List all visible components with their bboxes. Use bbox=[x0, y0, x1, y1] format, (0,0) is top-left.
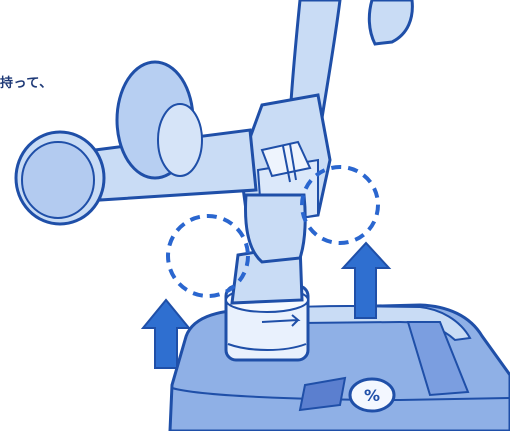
joint-lower bbox=[246, 195, 306, 262]
knob-disc-face bbox=[22, 142, 94, 218]
upper-arm-right bbox=[369, 0, 412, 44]
knob-collar-inner bbox=[158, 104, 202, 176]
dial-glyph: % bbox=[364, 386, 380, 405]
instruction-text: 持って、 bbox=[0, 72, 53, 91]
